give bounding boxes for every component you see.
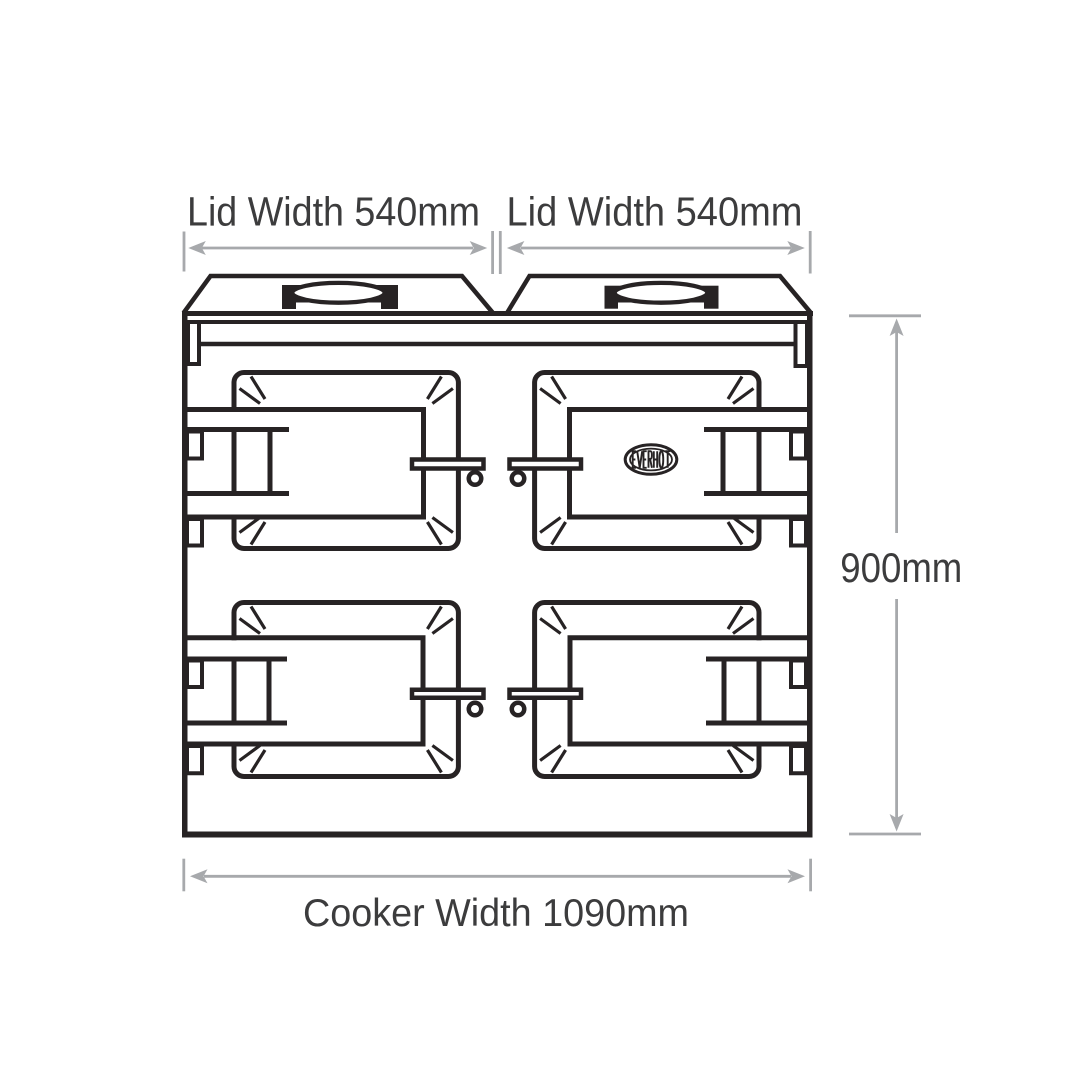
svg-text:Lid Width 540mm: Lid Width 540mm xyxy=(507,189,803,235)
svg-text:Cooker Width 1090mm: Cooker Width 1090mm xyxy=(303,892,689,935)
svg-text:Lid Width 540mm: Lid Width 540mm xyxy=(187,189,480,235)
svg-text:900mm: 900mm xyxy=(840,544,962,591)
